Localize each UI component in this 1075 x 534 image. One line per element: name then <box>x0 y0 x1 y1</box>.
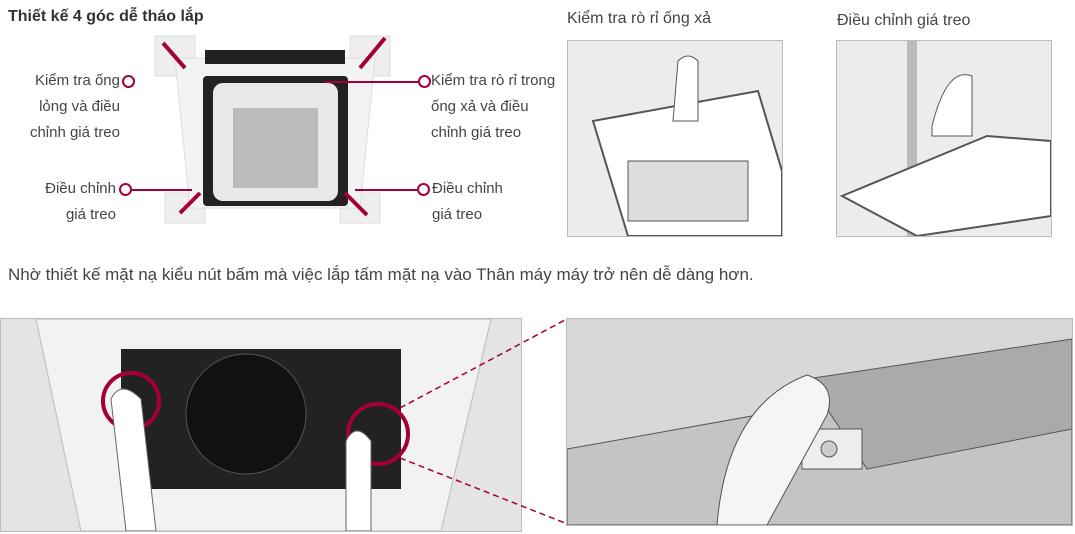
arrow-bottom-right-icon <box>343 191 369 217</box>
section-title: Thiết kế 4 góc dễ tháo lắp <box>8 8 204 25</box>
leader-line <box>325 81 418 83</box>
label-line: giá treo <box>65 206 116 223</box>
label-line: ống xả và điều <box>431 98 529 115</box>
label-bottom-left: Điều chỉnh giá treo <box>14 176 116 228</box>
label-line: Kiểm tra rò rỉ trong <box>431 72 556 89</box>
leader-line <box>132 189 192 191</box>
marker-dot <box>418 75 431 88</box>
arrow-top-right-icon <box>358 36 387 70</box>
zoom-connector-lines <box>399 319 566 524</box>
label-line: chỉnh giá treo <box>29 124 120 141</box>
arrow-top-left-icon <box>161 41 187 70</box>
leader-line <box>355 189 417 191</box>
label-bottom-right: Điều chỉnh giá treo <box>432 176 503 228</box>
panel-install-image <box>0 318 522 532</box>
cassette-unit-illustration <box>154 35 391 224</box>
caption-drain: Kiểm tra rò rỉ ống xả <box>567 10 712 27</box>
latch-closeup-image <box>566 318 1073 526</box>
label-line: Điều chỉnh <box>432 180 503 197</box>
label-line: chỉnh giá treo <box>431 124 522 141</box>
caption-hanger: Điều chỉnh giá treo <box>837 12 971 29</box>
drain-check-image <box>567 40 783 237</box>
marker-dot <box>122 75 135 88</box>
hanger-adjust-image <box>836 40 1052 237</box>
arrow-bottom-left-icon <box>178 191 202 215</box>
label-line: lỏng và điều <box>39 98 120 115</box>
marker-dot <box>119 183 132 196</box>
label-top-right: Kiểm tra rò rỉ trong ống xả và điều chỉn… <box>431 68 555 146</box>
description-note: Nhờ thiết kế mặt nạ kiểu nút bấm mà việc… <box>8 265 754 284</box>
label-line: Kiểm tra ống <box>34 72 120 89</box>
label-line: giá treo <box>432 206 483 223</box>
label-line: Điều chỉnh <box>45 180 116 197</box>
label-top-left: Kiểm tra ống lỏng và điều chỉnh giá treo <box>14 68 120 146</box>
marker-dot <box>417 183 430 196</box>
